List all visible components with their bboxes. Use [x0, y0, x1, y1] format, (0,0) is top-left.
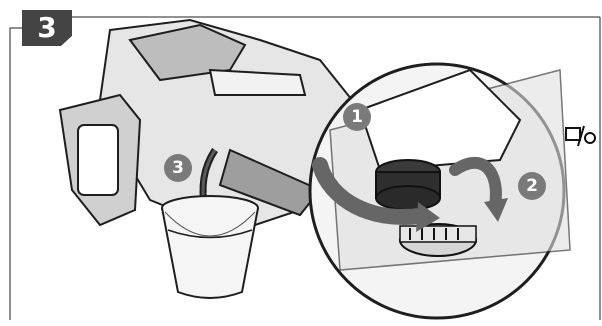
removed-plug-icon	[400, 224, 476, 256]
bucket-icon	[162, 196, 258, 298]
step-frame	[10, 28, 22, 320]
callout-1: 1	[343, 103, 371, 131]
step-number-badge: 3	[22, 10, 72, 46]
callout-2: 2	[518, 172, 546, 200]
callout-3: 3	[164, 154, 192, 182]
fuel-oil-symbol-icon	[566, 126, 595, 146]
drain-plug-icon	[376, 160, 440, 210]
